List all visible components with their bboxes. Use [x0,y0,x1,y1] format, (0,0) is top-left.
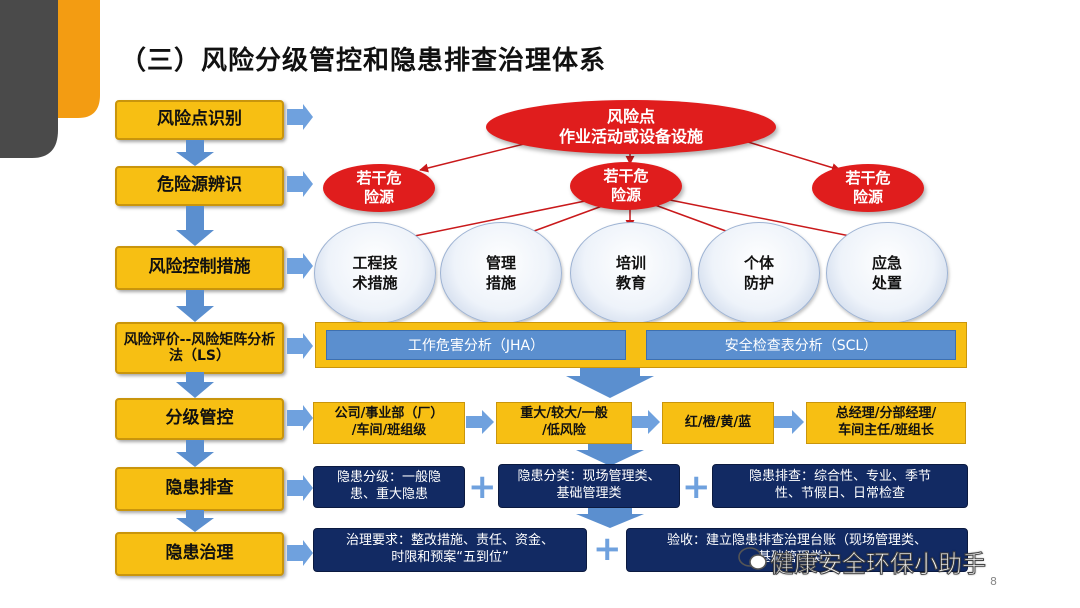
measure-management: 管理 措施 [440,222,562,324]
plus-icon: + [682,467,711,507]
grading-colors: 红/橙/黄/蓝 [662,402,774,444]
hazard-center: 若干危 险源 [570,162,682,210]
inspection-grading: 隐患分级：一般隐 患、重大隐患 [313,466,465,508]
grading-risk-levels: 重大/较大/一般 /低风险 [496,402,632,444]
page-title: （三）风险分级管控和隐患排查治理体系 [120,46,607,76]
down-arrows [176,140,214,532]
measure-personal-protection: 个体 防护 [698,222,820,324]
risk-point-ellipse: 风险点作业活动或设备设施 [486,100,776,154]
step-hazard-treatment: 隐患治理 [115,532,284,576]
page-number: 8 [990,575,997,588]
plus-icon: + [593,529,622,569]
hazard-right: 若干危 险源 [812,164,924,212]
plus-icon: + [468,467,497,507]
corner-decoration [0,0,100,158]
measure-engineering: 工程技 术措施 [314,222,436,324]
step-hazard-identification: 危险源辨识 [115,166,284,206]
inspection-types: 隐患排查：综合性、专业、季节 性、节假日、日常检查 [712,464,968,508]
right-arrows [287,104,313,566]
risk-point-subtitle: 作业活动或设备设施 [558,127,703,146]
risk-point-title: 风险点 [606,107,655,126]
step-risk-point-identification: 风险点识别 [115,100,284,140]
hazard-left: 若干危 险源 [323,164,435,212]
grading-levels: 公司/事业部（厂） /车间/班组级 [313,402,465,444]
step-graded-control: 分级管控 [115,398,284,440]
step-risk-control-measures: 风险控制措施 [115,246,284,290]
wechat-icon [738,547,767,570]
treatment-acceptance: 验收：建立隐患排查治理台账（现场管理类、 基础管理类） [626,528,968,572]
grading-responsible: 总经理/分部经理/ 车间主任/班组长 [806,402,966,444]
jha-bar: 工作危害分析（JHA） [326,330,626,360]
step-hazard-inspection: 隐患排查 [115,467,284,511]
step-risk-evaluation: 风险评价--风险矩阵分析法（LS） [115,322,284,374]
measure-training: 培训 教育 [570,222,692,324]
watermark-text: 健康安全环保小助手 [770,550,987,579]
scl-bar: 安全检查表分析（SCL） [646,330,956,360]
measure-emergency: 应急 处置 [826,222,948,324]
inspection-classification: 隐患分类：现场管理类、 基础管理类 [498,464,680,508]
treatment-requirements: 治理要求：整改措施、责任、资金、 时限和预案“五到位” [313,528,587,572]
